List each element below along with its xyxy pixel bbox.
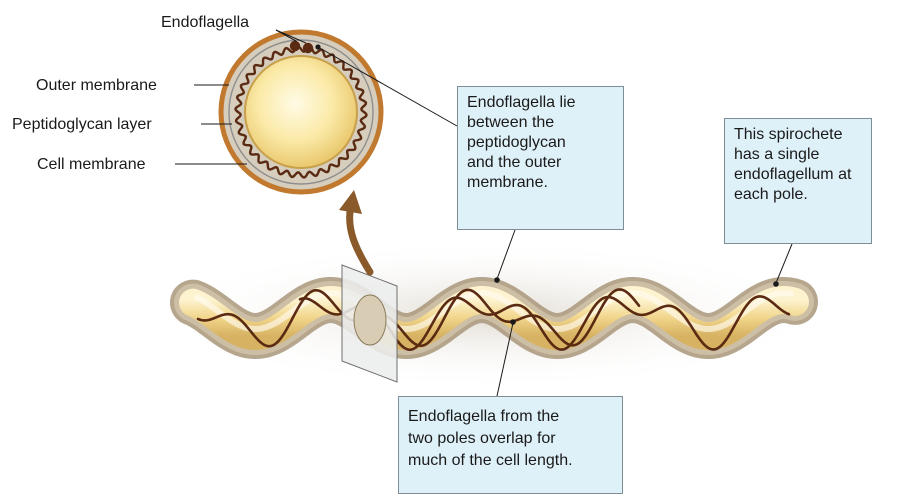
callout-between-layers: Endoflagella lie between the peptidoglyc… <box>457 86 624 230</box>
dot-flagellum-top <box>494 277 500 283</box>
callout-between-layers-line-3: peptidoglycan <box>467 133 614 153</box>
callout-single-pole-line-4: each pole. <box>734 185 862 205</box>
label-peptidoglycan-layer: Peptidoglycan layer <box>12 115 152 134</box>
dot-flagellum-pole <box>773 281 779 287</box>
callout-overlap: Endoflagella from the two poles overlap … <box>398 396 623 494</box>
label-cell-membrane: Cell membrane <box>37 155 145 174</box>
callout-overlap-line-2: two poles overlap for <box>408 428 613 450</box>
zoom-arrow-head <box>339 190 362 214</box>
endoflagellum-dot-1 <box>290 41 300 51</box>
callout-single-pole-line-1: This spirochete <box>734 125 862 145</box>
cross-section <box>221 32 381 192</box>
label-endoflagella: Endoflagella <box>161 13 249 32</box>
callout-between-layers-line-4: and the outer <box>467 153 614 173</box>
callout-between-layers-line-5: membrane. <box>467 173 614 193</box>
dot-flagellum-cross <box>315 44 320 49</box>
label-outer-membrane: Outer membrane <box>36 76 157 95</box>
callout-single-pole: This spirochete has a single endoflagell… <box>724 118 872 244</box>
callout-single-pole-line-3: endoflagellum at <box>734 165 862 185</box>
endoflagellum-dot-2 <box>303 43 313 53</box>
dot-flagellum-overlap <box>510 319 516 325</box>
callout-between-layers-line-2: between the <box>467 113 614 133</box>
cytoplasm <box>245 56 357 168</box>
callout-overlap-line-3: much of the cell length. <box>408 450 613 472</box>
section-plane <box>342 265 397 382</box>
callout-between-layers-line-1: Endoflagella lie <box>467 93 614 113</box>
section-face <box>354 295 386 345</box>
callout-overlap-line-1: Endoflagella from the <box>408 406 613 428</box>
callout-single-pole-line-2: has a single <box>734 145 862 165</box>
